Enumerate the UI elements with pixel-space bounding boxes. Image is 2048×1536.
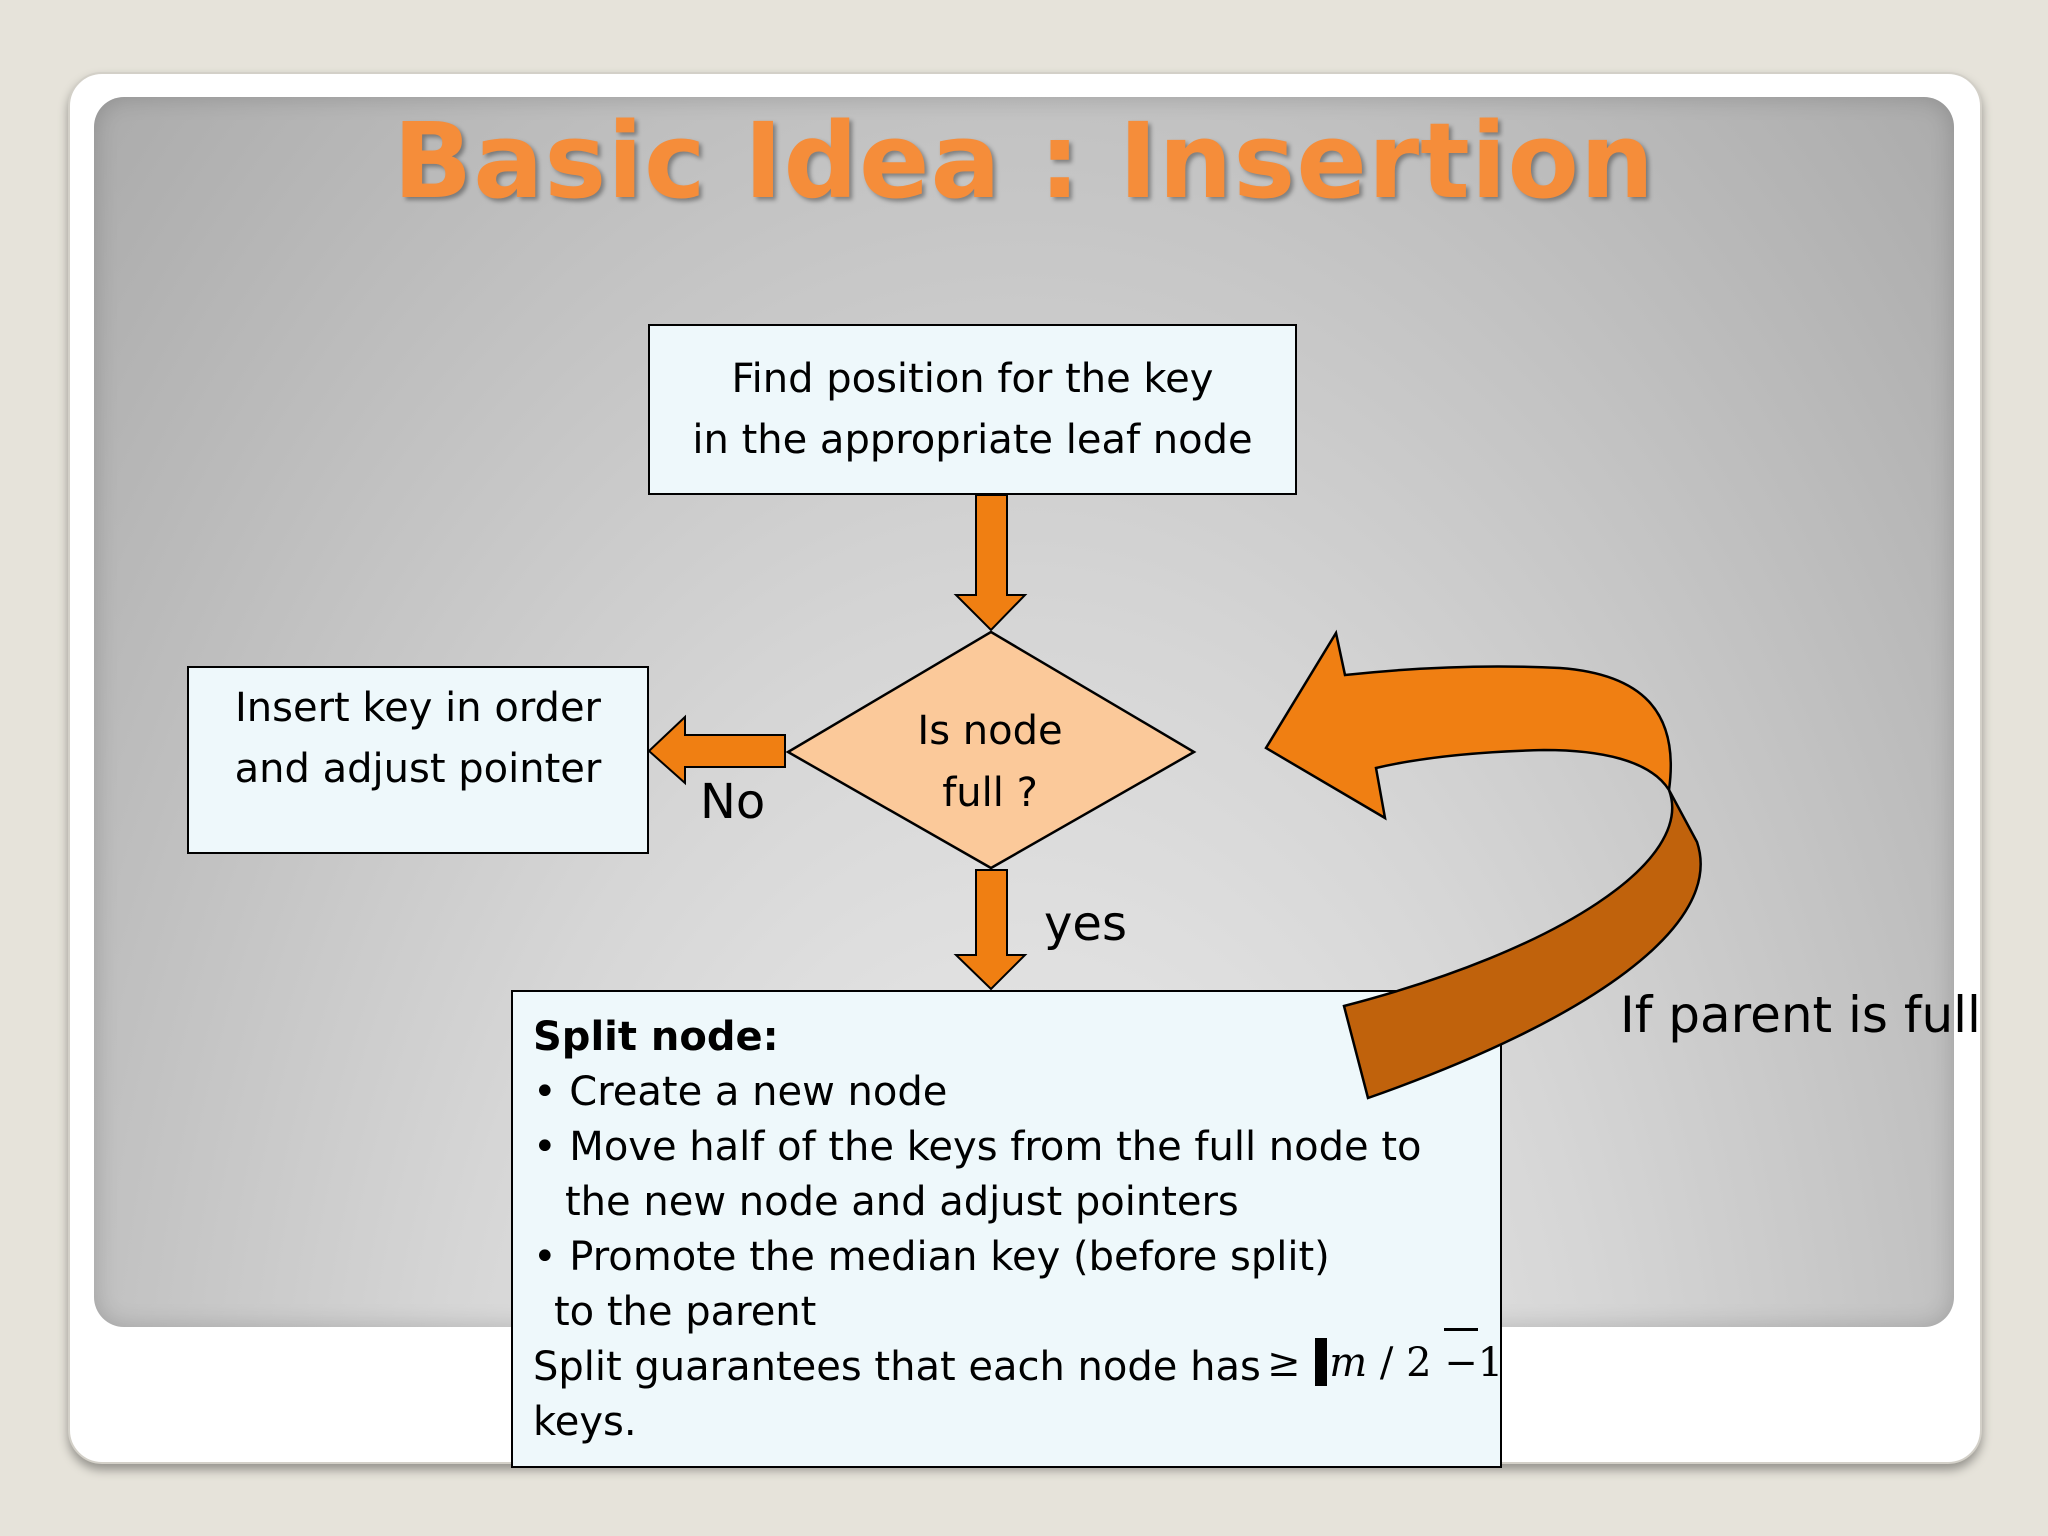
split-bullet-3-line1: • Promote the median key (before split) xyxy=(533,1234,1330,1280)
find-box-line1: Find position for the key xyxy=(731,355,1214,402)
split-node-box: Split node: • Create a new node • Move h… xyxy=(511,990,1502,1468)
no-branch-label: No xyxy=(700,774,766,830)
decision-line2: full ? xyxy=(942,770,1038,816)
slide-title: Basic Idea : Insertion xyxy=(392,100,1656,222)
down-arrow-find-to-decision xyxy=(953,494,1028,632)
yes-branch-label: yes xyxy=(1044,896,1127,952)
ceiling-bar-icon xyxy=(1444,1328,1479,1331)
if-parent-full-label: If parent is full xyxy=(1620,986,1981,1044)
split-node-heading: Split node: xyxy=(533,1014,779,1060)
split-bullet-3-line2: to the parent xyxy=(554,1289,817,1335)
split-guarantee-line1: Split guarantees that each node has xyxy=(533,1344,1261,1390)
split-guarantee-line2: keys. xyxy=(533,1399,637,1445)
ceiling-bracket-icon xyxy=(1315,1338,1328,1386)
split-bullet-1: • Create a new node xyxy=(533,1069,948,1115)
curved-return-arrow-head xyxy=(1264,629,1672,821)
formula-m: m xyxy=(1329,1340,1368,1386)
formula-minus-one: −1 xyxy=(1444,1328,1504,1386)
decision-diamond xyxy=(785,630,1197,870)
find-position-box: Find position for the key in the appropr… xyxy=(648,324,1297,495)
formula-rest: / 2 xyxy=(1379,1340,1432,1386)
ceiling-formula: ≥ m / 2 −1 xyxy=(1267,1328,1504,1386)
formula-minus: −1 xyxy=(1444,1340,1504,1386)
decision-label: Is node full ? xyxy=(880,700,1100,824)
left-arrow-no xyxy=(647,714,786,786)
down-arrow-yes xyxy=(953,869,1028,991)
find-box-line2: in the appropriate leaf node xyxy=(692,416,1253,463)
insert-box-line1: Insert key in order xyxy=(234,685,601,731)
decision-line1: Is node xyxy=(917,708,1063,754)
split-bullet-2-line1: • Move half of the keys from the full no… xyxy=(533,1124,1422,1170)
curved-return-arrow-dark xyxy=(1342,789,1702,1100)
split-bullet-2-line2: the new node and adjust pointers xyxy=(565,1179,1239,1225)
insert-key-box: Insert key in order and adjust pointer xyxy=(187,666,649,854)
formula-ge: ≥ xyxy=(1267,1340,1301,1386)
insert-box-line2: and adjust pointer xyxy=(234,746,602,792)
